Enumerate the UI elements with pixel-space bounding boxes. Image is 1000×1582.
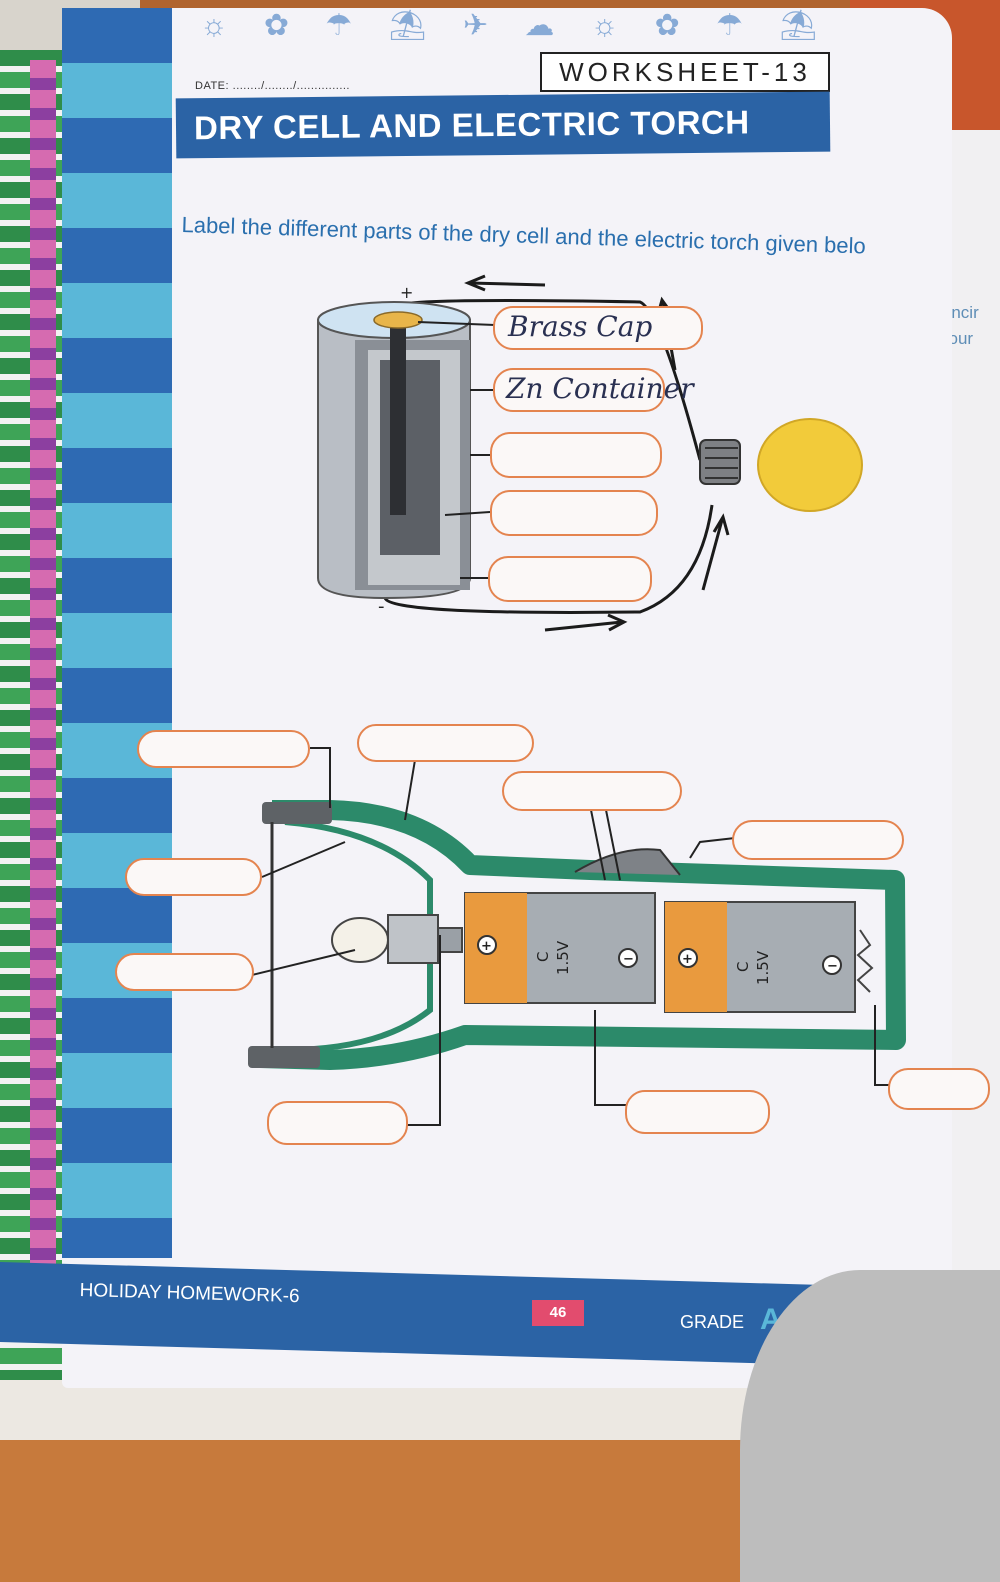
decorations: ☼ ✿ ☂ ⛱ ✈ ☁ ☼ ✿ ☂ ⛱ (200, 9, 832, 42)
torch-label-5[interactable] (125, 858, 262, 896)
minus-sign: - (378, 596, 385, 617)
battery-2-type: C (734, 962, 752, 972)
dry-cell-label-5[interactable] (488, 556, 652, 602)
battery-1-positive: + (481, 939, 492, 954)
torch-label-9[interactable] (888, 1068, 990, 1110)
battery-1-voltage: 1.5V (554, 940, 572, 975)
battery-2-negative: − (827, 959, 838, 974)
worksheet-number: WORKSHEET-13 (540, 52, 830, 92)
battery-2-positive: + (682, 952, 693, 967)
handwritten-brass-cap: Brass Cap (508, 310, 653, 343)
torch-label-1[interactable] (137, 730, 310, 768)
date-label: DATE: ......../......../............... (195, 80, 350, 92)
dry-cell-label-2[interactable] (493, 368, 665, 412)
torch-label-8[interactable] (625, 1090, 770, 1134)
book-page-edges-pink (30, 60, 56, 1340)
circuit-wire (399, 299, 702, 461)
page-number: 46 (532, 1300, 584, 1326)
torch-label-2[interactable] (357, 724, 534, 762)
grade-label: GRADE (680, 1312, 745, 1332)
torch-label-7[interactable] (267, 1101, 408, 1145)
battery-2-voltage: 1.5V (754, 950, 772, 985)
torch-label-3[interactable] (502, 771, 682, 811)
dry-cell-label-3[interactable] (490, 432, 662, 478)
circuit-wire-bottom (383, 504, 714, 614)
battery-1-negative: − (623, 952, 634, 967)
worksheet-page (62, 8, 952, 1388)
torch-label-4[interactable] (732, 820, 904, 860)
side-stripes (62, 8, 172, 1258)
cloth-overlay (740, 1270, 1000, 1582)
handwritten-zn-container: Zn Container (506, 372, 694, 405)
torch-diagram: + − + − C 1.5V C 1.5V (248, 747, 906, 1126)
bulb-icon (757, 418, 863, 512)
dry-cell-label-4[interactable] (490, 490, 658, 536)
dry-cell-diagram: + - (317, 274, 863, 632)
torch-label-6[interactable] (115, 953, 254, 991)
page-stack-edge (0, 1380, 860, 1440)
dry-cell-label-1[interactable] (493, 306, 703, 350)
battery-1-type: C (534, 952, 552, 962)
plus-sign: + (400, 283, 413, 302)
